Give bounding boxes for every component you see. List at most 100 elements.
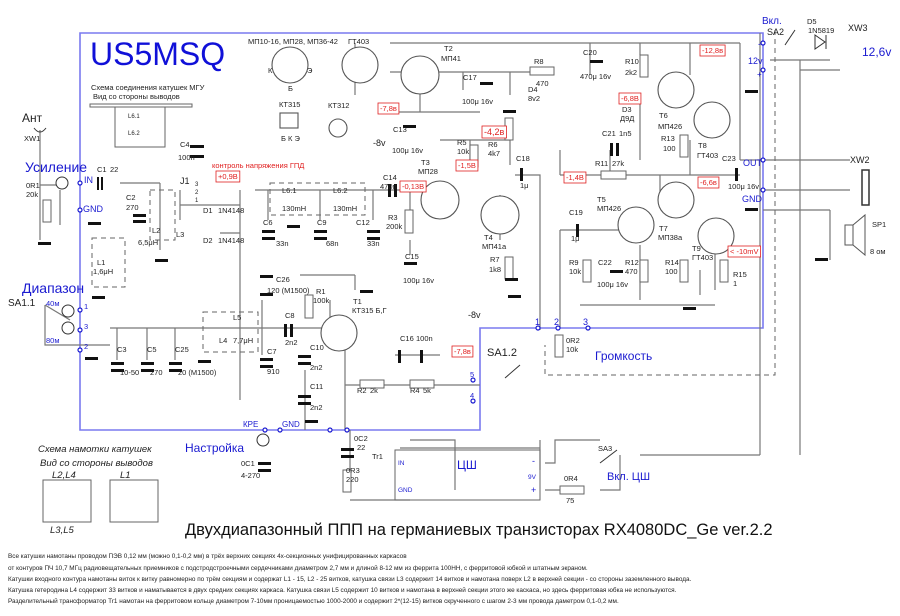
shield-l1 [91,237,126,288]
svg-text:C2: C2 [126,193,136,202]
svg-text:-6,6в: -6,6в [700,178,717,187]
mgu-l62: L6.2 [128,131,140,137]
svg-text:5k: 5k [423,386,431,395]
pin-2: 2 [84,342,88,351]
v12-label: 12v [748,56,763,66]
svg-text:1N4148: 1N4148 [218,236,244,245]
svg-text:C5: C5 [147,345,157,354]
svg-text:C14: C14 [383,173,397,182]
svg-text:МП41а: МП41а [482,242,507,251]
winding-l24-box [42,479,92,523]
svg-text:1k8: 1k8 [489,265,501,274]
svg-text:< -10mV: < -10mV [730,247,759,256]
noise-generator-block [394,449,541,501]
svg-text:0R4: 0R4 [564,474,578,483]
svg-text:L5: L5 [233,313,241,322]
svg-text:1,6μH: 1,6μH [93,267,113,276]
pin-4: 4 [470,391,474,400]
svg-text:270: 270 [150,368,163,377]
svg-text:C12: C12 [356,218,370,227]
transistor-t5 [617,206,655,244]
vol-pin-3: 3 [583,317,588,327]
svg-text:L4: L4 [219,336,227,345]
svg-text:D3: D3 [622,105,632,114]
svg-text:6,5μH: 6,5μH [138,238,158,247]
svg-text:C25: C25 [175,345,189,354]
svg-text:T9: T9 [692,244,701,253]
svg-text:100k: 100k [313,296,330,305]
pin-k: К [268,66,273,75]
vol-pin-1: 1 [535,317,540,327]
svg-text:МП28: МП28 [418,167,438,176]
band-switch-80-icon[interactable] [61,321,75,335]
svg-text:-7,8в: -7,8в [454,347,471,356]
svg-text:C6: C6 [263,218,273,227]
svg-text:2n2: 2n2 [310,403,323,412]
band-80-label[interactable]: 80м [46,336,60,345]
voltage-box [455,159,479,172]
svg-text:470μ 16v: 470μ 16v [580,72,611,81]
svg-text:20 (М1500): 20 (М1500) [178,368,217,377]
svg-text:7,7μH: 7,7μH [233,336,253,345]
svg-text:C18: C18 [516,154,530,163]
svg-text:130mH: 130mH [282,204,306,213]
svg-text:C3: C3 [117,345,127,354]
svg-text:Катушки входного контура намот: Катушки входного контура намотаны виток … [8,575,692,583]
svg-text:-7,8в: -7,8в [380,104,397,113]
gain-knob-icon[interactable] [55,176,69,190]
switch-link-dashed [544,30,776,376]
svg-text:2k2: 2k2 [625,68,637,77]
band-switch-40-icon[interactable] [61,304,75,318]
svg-text:910: 910 [267,367,280,376]
svg-text:R10: R10 [625,57,639,66]
pinout-kt315-icon [279,112,299,129]
kpe-port: КРЕ [243,420,258,429]
svg-text:Д9Д: Д9Д [620,114,634,123]
svg-text:ГТ403: ГТ403 [692,253,713,262]
neg8v-label-1: -8v [373,138,386,148]
tuning-knob-icon[interactable] [256,433,270,447]
svg-text:-6,8В: -6,8В [621,94,639,103]
svg-text:от контуров ПЧ 10,7 МГц радиов: от контуров ПЧ 10,7 МГц радиовещательных… [8,564,588,572]
j1-label: J1 [180,176,190,186]
shield-l6 [269,182,366,216]
svg-text:2k: 2k [370,386,378,395]
svg-text:R1: R1 [316,287,326,296]
sa12-label: SA1.2 [487,347,517,359]
pin-5: 5 [470,370,474,379]
svg-text:C16: C16 [400,334,414,343]
svg-text:C23: C23 [722,154,736,163]
pin-e: Э [307,66,313,75]
j1-pin2: 2 [195,190,199,196]
svg-text:130mH: 130mH [333,204,357,213]
svg-text:L2: L2 [152,226,160,235]
svg-text:C7: C7 [267,347,277,356]
svg-text:L6.2: L6.2 [333,186,348,195]
j1-pin3: 3 [195,182,199,188]
svg-text:R4: R4 [410,386,420,395]
svg-text:1μ: 1μ [571,234,580,243]
sa3-label[interactable]: SA3 [598,444,612,453]
svg-text:C10: C10 [310,343,324,352]
svg-text:C8: C8 [285,311,295,320]
voltage-box [699,44,726,57]
shield-l4 [202,311,259,353]
band-40-label[interactable]: 40м [46,299,60,308]
voltage-box [377,102,400,115]
sp1-value: 8 ом [870,247,886,256]
svg-text:470n: 470n [380,182,397,191]
sa2-label[interactable]: SA2 [767,27,784,37]
voltage-box [697,176,720,189]
svg-text:Все катушки намотаны проводом: Все катушки намотаны проводом ПЭВ 0,12 м… [8,553,407,560]
voltage-box [215,170,241,183]
svg-text:33n: 33n [276,239,289,248]
svg-text:C13: C13 [393,125,407,134]
svg-text:R3: R3 [388,213,398,222]
mgu-diagram-box [114,106,166,148]
kpe-gnd-port: GND [282,420,300,429]
svg-text:L1: L1 [97,258,105,267]
svg-text:75: 75 [566,496,574,505]
svg-text:0R2: 0R2 [566,336,580,345]
svg-text:100: 100 [663,144,676,153]
kt315-pins: Б К Э [281,134,300,143]
